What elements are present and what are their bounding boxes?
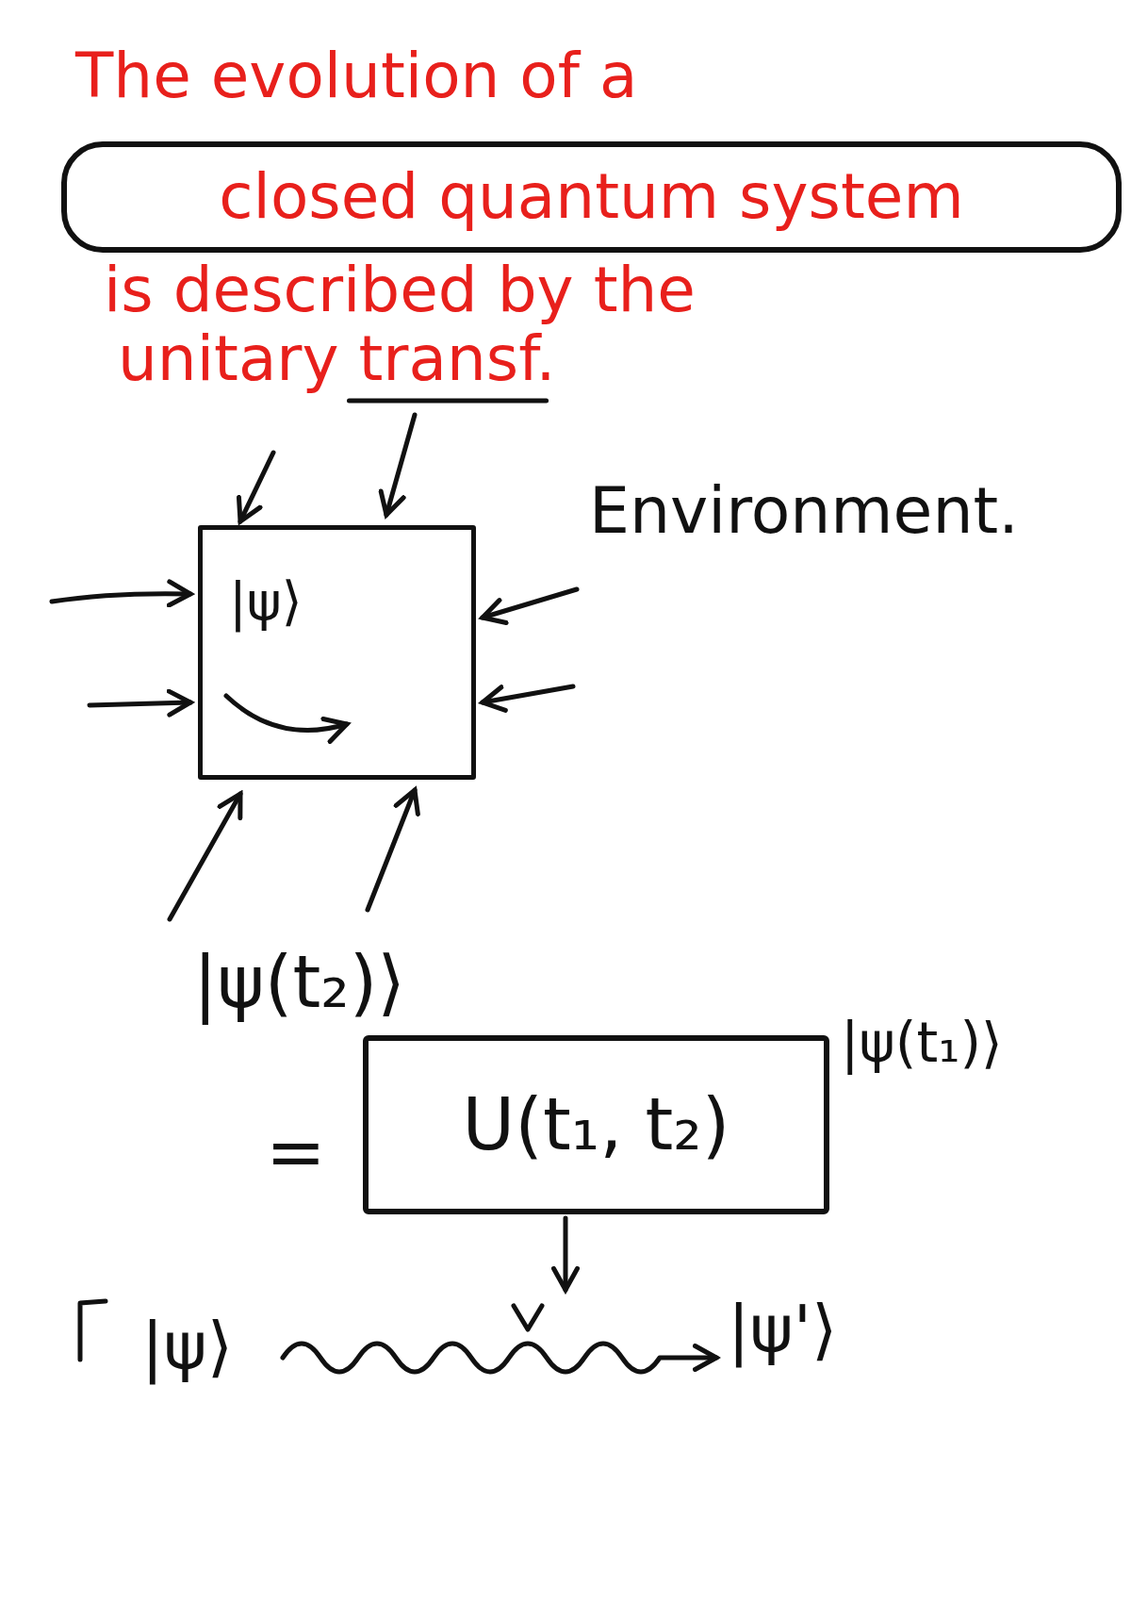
state-label: |ψ⟩ — [141, 1310, 233, 1383]
system-box: |ψ⟩ — [197, 524, 476, 780]
state-label: |ψ'⟩ — [727, 1293, 837, 1366]
environment-label: Environment. — [589, 475, 1019, 547]
node-text: U(t₁, t₂) — [462, 1084, 731, 1164]
environment-arrow — [367, 789, 415, 910]
circled-phrase: closed quantum system — [61, 141, 1122, 253]
state-label: |ψ(t₂)⟩ — [193, 942, 406, 1022]
node-text: closed quantum system — [218, 163, 964, 232]
evolution-arrow — [226, 695, 347, 731]
check-mark — [513, 1305, 542, 1329]
environment-arrow — [482, 589, 577, 618]
environment-arrow — [482, 686, 574, 703]
environment-arrow — [51, 593, 191, 602]
state-label: |ψ(t₁)⟩ — [840, 1013, 1003, 1074]
bracket-mark — [80, 1300, 106, 1360]
environment-arrow — [89, 702, 191, 705]
note-text: The evolution of a — [75, 42, 638, 112]
pointer-arrow — [563, 1217, 569, 1290]
node-text: |ψ⟩ — [229, 572, 303, 631]
wavy-arrow — [282, 1343, 717, 1372]
environment-arrow — [240, 452, 274, 522]
note-text: is described by the — [103, 256, 696, 326]
operator-box: U(t₁, t₂) — [362, 1034, 830, 1214]
note-text: unitary transf. — [117, 325, 557, 394]
underline — [348, 398, 546, 404]
environment-arrow — [169, 793, 241, 919]
environment-arrow — [386, 414, 415, 515]
equals-sign: = — [265, 1112, 327, 1192]
